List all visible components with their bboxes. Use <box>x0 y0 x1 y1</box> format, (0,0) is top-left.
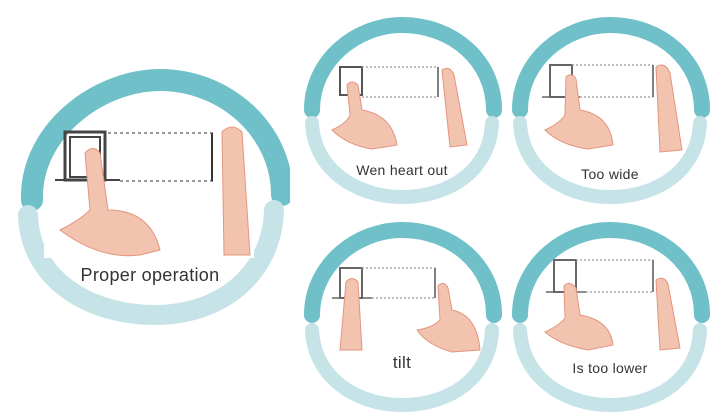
finger-placement-illustration <box>304 16 502 205</box>
caption-tilt: tilt <box>392 353 412 372</box>
caption-wen-heart-out: Wen heart out <box>356 162 448 178</box>
panel-tilt: tilt <box>302 220 502 415</box>
finger-placement-illustration <box>512 16 710 205</box>
panel-is-too-lower: Is too lower <box>510 220 710 415</box>
caption-proper-operation: Proper operation <box>80 265 220 285</box>
finger-placement-illustration <box>304 221 502 413</box>
panel-too-wide: Too wide <box>510 15 710 205</box>
finger-placement-illustration <box>512 221 710 413</box>
caption-is-too-lower: Is too lower <box>572 360 648 376</box>
finger-placement-illustration <box>18 68 290 325</box>
panel-wen-heart-out: Wen heart out <box>302 15 502 205</box>
panel-proper-operation: Proper operation <box>10 60 290 325</box>
caption-too-wide: Too wide <box>581 166 639 182</box>
